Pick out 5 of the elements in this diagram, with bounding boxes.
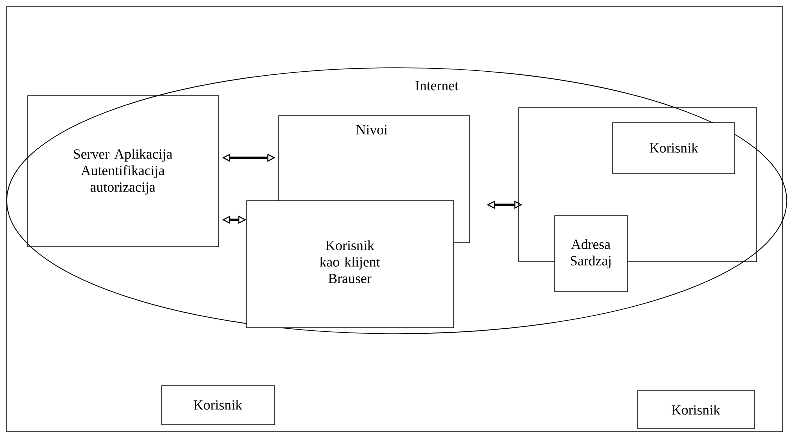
text-box: Korisnik: [638, 390, 756, 430]
text-box: Korisnik kao klijent Brauser: [246, 200, 454, 328]
text-box: Korisnik: [612, 122, 736, 174]
text-box: Korisnik: [162, 386, 276, 426]
text-box: Adresa Sardzaj: [554, 216, 628, 292]
